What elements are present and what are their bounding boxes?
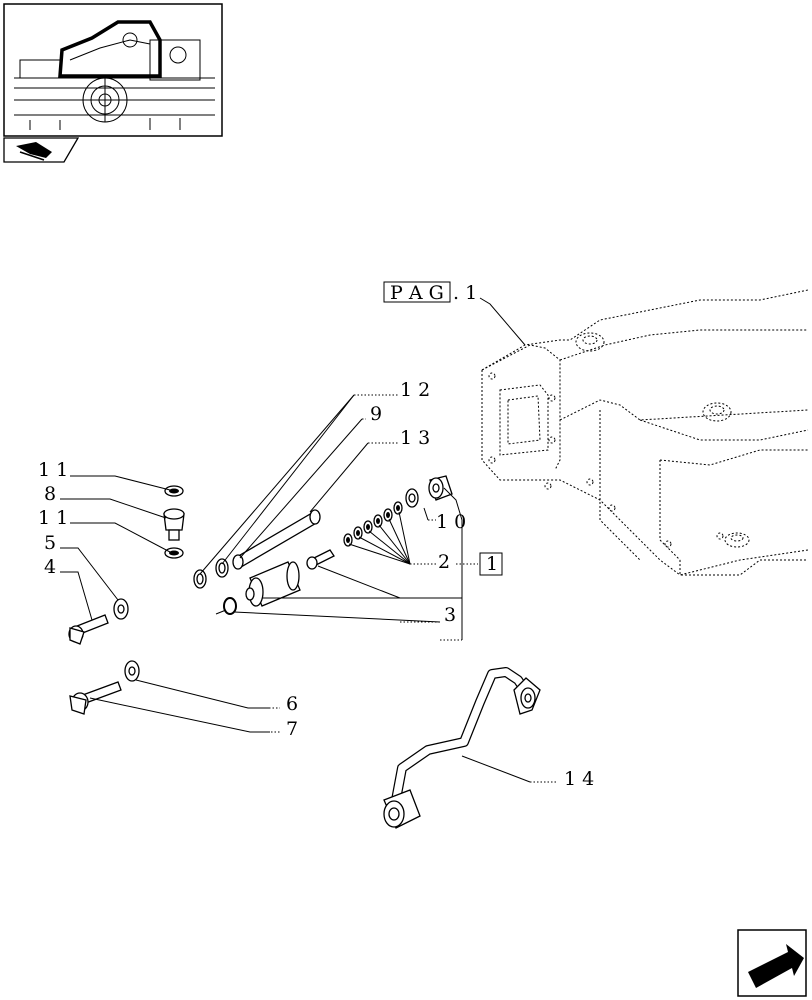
callout-11-bottom: 1 1 bbox=[38, 507, 68, 529]
callout-14: 1 4 bbox=[564, 768, 594, 790]
page-reference-suffix: . 1 bbox=[453, 282, 477, 304]
callout-2: 2 bbox=[438, 551, 450, 573]
callout-4: 4 bbox=[44, 556, 56, 578]
book-icon bbox=[3, 137, 80, 163]
part-shims-2 bbox=[343, 501, 403, 547]
part-plunger-pin bbox=[306, 549, 335, 570]
callout-9: 9 bbox=[370, 403, 382, 425]
callout-13: 1 3 bbox=[400, 427, 430, 449]
callout-11-top: 1 1 bbox=[38, 459, 68, 481]
callout-10: 1 0 bbox=[436, 511, 466, 533]
part-washer-11-bottom bbox=[164, 547, 184, 559]
part-pipe-14 bbox=[383, 667, 541, 829]
part-valve-body-13 bbox=[245, 561, 301, 607]
page-reference-box[interactable]: P A G . 1 bbox=[383, 281, 477, 304]
part-washer-5 bbox=[113, 598, 129, 620]
part-washer-6 bbox=[124, 660, 140, 682]
part-seals-12 bbox=[193, 558, 229, 589]
callout-8: 8 bbox=[44, 483, 56, 505]
part-banjo-bolt-8 bbox=[163, 508, 185, 541]
next-page-arrow-icon[interactable] bbox=[737, 929, 807, 997]
callout-6: 6 bbox=[286, 693, 298, 715]
part-ring-10 bbox=[405, 475, 453, 508]
housing-casting bbox=[481, 289, 809, 576]
callout-7: 7 bbox=[286, 718, 298, 740]
callout-12: 1 2 bbox=[400, 379, 430, 401]
part-oring-3 bbox=[215, 597, 237, 615]
page-reference-label: P A G bbox=[390, 282, 444, 304]
overview-thumbnail bbox=[3, 3, 223, 137]
part-bolt-7 bbox=[69, 681, 122, 715]
kit-reference-box[interactable]: 1 bbox=[479, 552, 503, 576]
leader-lines bbox=[60, 394, 558, 783]
part-tube-9 bbox=[232, 509, 321, 570]
callout-3: 3 bbox=[444, 604, 456, 626]
part-bolt-4 bbox=[68, 614, 109, 645]
part-washer-11-top bbox=[164, 485, 184, 497]
callout-5: 5 bbox=[44, 532, 56, 554]
kit-reference-label: 1 bbox=[486, 553, 498, 575]
